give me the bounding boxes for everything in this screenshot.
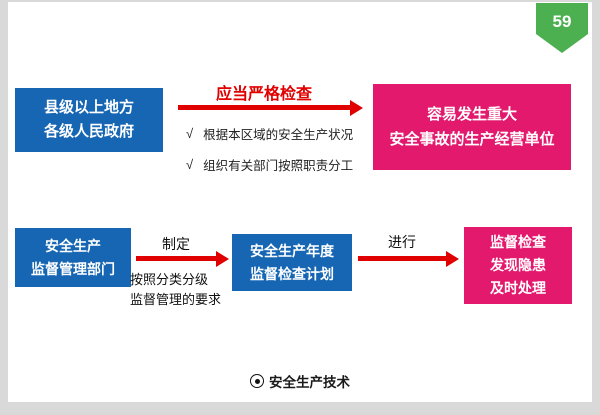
annual-plan-line1: 安全生产年度 xyxy=(250,243,334,260)
annual-plan-box: 安全生产年度 监督检查计划 xyxy=(232,234,352,291)
inspection-checklist: √ 根据本区域的安全生产状况 √ 组织有关部门按照职责分工 xyxy=(186,124,353,186)
arrow-right-icon xyxy=(136,256,216,261)
classification-note-line1: 按照分类分级 xyxy=(130,272,209,287)
brand-name: 安全生产技术 xyxy=(269,375,350,390)
checklist-item: √ 根据本区域的安全生产状况 xyxy=(186,124,353,143)
brand-logo-icon xyxy=(250,374,264,388)
checklist-item-text: 组织有关部门按照职责分工 xyxy=(203,159,354,173)
arrow-right-icon xyxy=(358,256,446,261)
government-box: 县级以上地方 各级人民政府 xyxy=(15,88,163,152)
arrow-right-icon xyxy=(178,105,350,110)
supervision-dept-line1: 安全生产 xyxy=(45,238,101,255)
accident-units-line1: 容易发生重大 xyxy=(426,105,517,123)
check-icon: √ xyxy=(186,157,194,172)
supervision-dept-line2: 监督管理部门 xyxy=(31,260,115,277)
checklist-item: √ 组织有关部门按照职责分工 xyxy=(186,155,353,174)
check-icon: √ xyxy=(186,126,194,141)
classification-note: 按照分类分级 监督管理的要求 xyxy=(130,270,250,309)
footer-brand: 安全生产技术 xyxy=(8,371,592,391)
result-line1: 监督检查 xyxy=(490,233,546,250)
result-line2: 发现隐患 xyxy=(490,256,546,273)
inspection-result-box: 监督检查 发现隐患 及时处理 xyxy=(464,227,572,304)
supervision-dept-box: 安全生产 监督管理部门 xyxy=(15,228,131,287)
formulate-label: 制定 xyxy=(162,236,190,252)
annual-plan-line2: 监督检查计划 xyxy=(250,265,334,282)
classification-note-line2: 监督管理的要求 xyxy=(130,291,222,307)
slide: 县级以上地方 各级人民政府 应当严格检查 √ 根据本区域的安全生产状况 √ 组织… xyxy=(8,2,592,402)
result-line3: 及时处理 xyxy=(490,280,546,297)
carry-out-label: 进行 xyxy=(388,234,416,250)
accident-units-line2: 安全事故的生产经营单位 xyxy=(389,131,555,148)
accident-units-box: 容易发生重大 安全事故的生产经营单位 xyxy=(373,84,571,170)
strict-inspection-label: 应当严格检查 xyxy=(215,86,312,103)
government-box-line2: 各级人民政府 xyxy=(43,123,134,140)
checklist-item-text: 根据本区域的安全生产状况 xyxy=(203,128,354,142)
government-box-line1: 县级以上地方 xyxy=(43,99,134,116)
page-number: 59 xyxy=(552,12,572,31)
